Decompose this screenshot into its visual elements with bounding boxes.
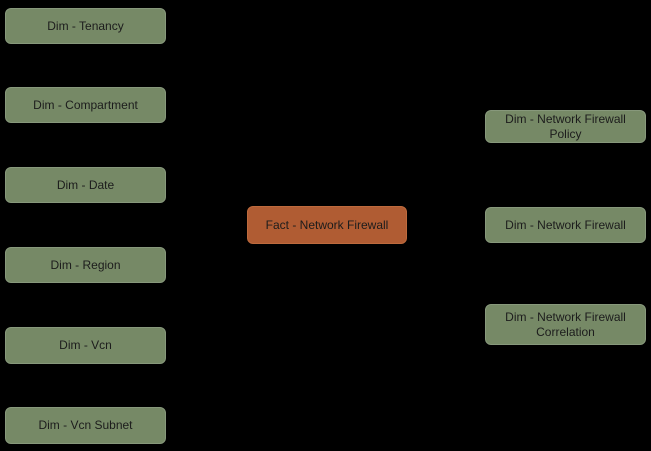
node-label: Dim - Date	[56, 177, 115, 192]
node-label: Dim - Vcn Subnet	[38, 418, 133, 432]
dim-node-compartment[interactable]: Dim - Compartment	[5, 87, 166, 123]
dim-node-vcn-subnet[interactable]: Dim - Vcn Subnet	[5, 407, 166, 444]
dim-node-region[interactable]: Dim - Region	[5, 247, 166, 283]
fact-node-network-firewall[interactable]: Fact - Network Firewall	[247, 206, 407, 244]
node-label: Dim - Compartment	[33, 97, 138, 112]
node-label: Dim - Vcn	[59, 338, 112, 352]
node-label: Dim - Network Firewall	[505, 217, 626, 232]
node-label: Dim - Region	[50, 257, 121, 272]
dim-node-network-firewall-policy[interactable]: Dim - Network Firewall Policy	[485, 110, 646, 143]
node-label: Dim - Tenancy	[47, 18, 124, 33]
dim-node-network-firewall[interactable]: Dim - Network Firewall	[485, 207, 646, 243]
node-label: Fact - Network Firewall	[265, 217, 389, 232]
dim-node-tenancy[interactable]: Dim - Tenancy	[5, 8, 166, 44]
node-label: Dim - Network Firewall Policy	[505, 111, 626, 141]
dim-node-network-firewall-correlation[interactable]: Dim - Network Firewall Correlation	[485, 304, 646, 345]
node-label: Dim - Network Firewall Correlation	[505, 309, 626, 339]
dim-node-vcn[interactable]: Dim - Vcn	[5, 327, 166, 364]
dim-node-date[interactable]: Dim - Date	[5, 167, 166, 203]
